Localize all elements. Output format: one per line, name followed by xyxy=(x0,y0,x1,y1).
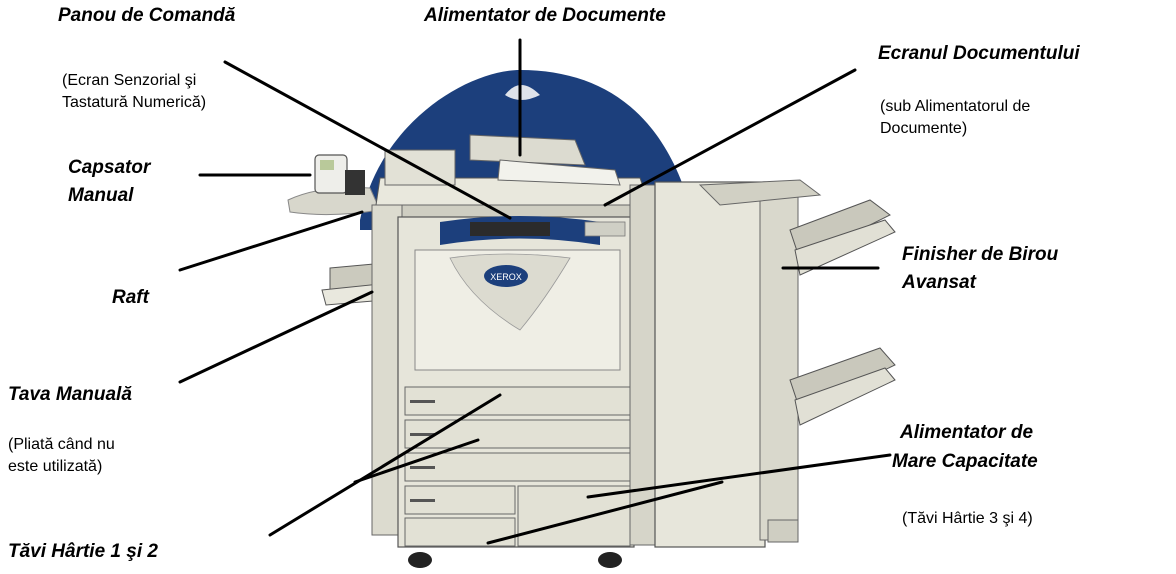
label-paper-trays-1-2: Tăvi Hârtie 1 şi 2 xyxy=(8,541,158,562)
desc-hcf: (Tăvi Hârtie 3 şi 4) xyxy=(902,510,1033,527)
leader-hcf-2 xyxy=(486,480,724,545)
label-finisher-line1: Finisher de Birou xyxy=(902,244,1059,265)
label-document-glass: Ecranul Documentului xyxy=(878,43,1080,64)
leader-hcf-1 xyxy=(586,453,892,499)
desc-control-panel-line1: (Ecran Senzorial şi xyxy=(62,72,197,89)
leader-tray-1 xyxy=(268,393,502,537)
desc-document-glass-line2: Documente) xyxy=(880,120,968,137)
label-stapler-line1: Capsator xyxy=(68,157,151,178)
label-hcf-line1: Alimentator de xyxy=(900,422,1034,443)
label-bypass-tray: Tava Manuală xyxy=(8,384,132,405)
document-feeder xyxy=(375,134,651,218)
dome-highlight xyxy=(505,85,540,100)
label-document-feeder: Alimentator de Documente xyxy=(424,5,666,26)
desc-bypass-tray-line1: (Pliată când nu xyxy=(8,436,115,453)
copier-main-body: XEROX xyxy=(371,204,635,568)
finisher-unit xyxy=(629,179,896,548)
manual-stapler-unit xyxy=(287,154,381,216)
label-shelf: Raft xyxy=(112,287,149,308)
xerox-logo: XEROX xyxy=(490,272,522,282)
label-control-panel: Panou de Comandă xyxy=(58,5,236,26)
desc-control-panel-line2: Tastatură Numerică) xyxy=(62,94,207,111)
desc-document-glass-line1: (sub Alimentatorul de xyxy=(880,98,1031,115)
label-hcf-line2: Mare Capacitate xyxy=(892,451,1038,472)
label-stapler-line2: Manual xyxy=(68,185,134,206)
leader-document-glass xyxy=(603,68,857,207)
leader-lines xyxy=(178,38,892,545)
desc-bypass-tray-line2: este utilizată) xyxy=(8,458,103,475)
label-finisher-line2: Avansat xyxy=(902,272,976,293)
leader-tray-2 xyxy=(353,438,480,484)
leader-shelf xyxy=(178,210,364,272)
leader-control-panel xyxy=(223,60,512,220)
leader-bypass-tray xyxy=(178,290,374,384)
